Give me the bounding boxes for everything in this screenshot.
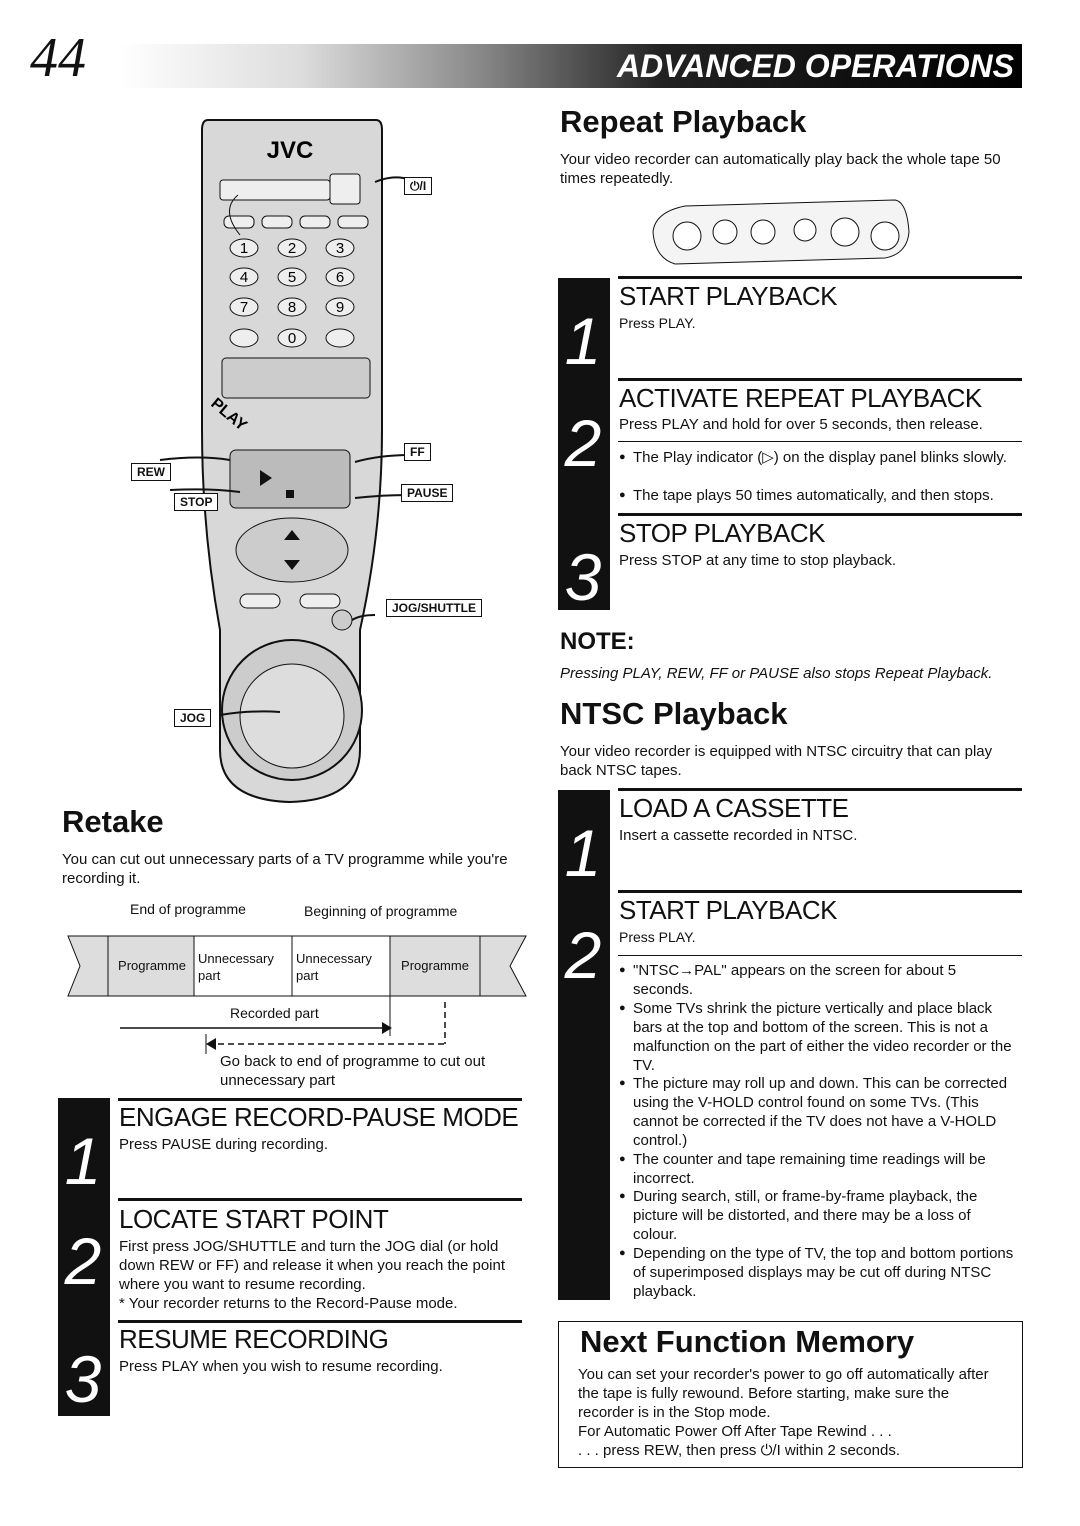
bullet-item: The counter and tape remaining time read… <box>619 1150 1023 1188</box>
bullet-item: The tape plays 50 times automatically, a… <box>619 486 1019 505</box>
ntsc-intro: Your video recorder is equipped with NTS… <box>560 743 993 779</box>
step-number: 1 <box>564 304 602 378</box>
jog-label: JOG <box>174 709 212 727</box>
next-function-line1: For Automatic Power Off After Tape Rewin… <box>578 1423 892 1440</box>
step-heading: RESUME RECORDING <box>119 1324 389 1354</box>
remote-control-illustration: JVC 1 2 3 4 5 6 7 8 9 0 PLAY <box>159 119 421 804</box>
jog-shuttle-label: JOG/SHUTTLE <box>386 599 483 617</box>
recorded-part-label: Recorded part <box>230 1005 319 1021</box>
rew-label: REW <box>131 463 171 481</box>
bullet-item: Depending on the type of TV, the top and… <box>619 1244 1019 1301</box>
brand-logo: JVC <box>267 137 314 164</box>
key-label: 0 <box>288 330 296 347</box>
diagram-cell: Unnecessary part <box>296 951 372 983</box>
step-text: Press PAUSE during recording. <box>119 1136 328 1153</box>
header-bar <box>120 44 1022 88</box>
step-text: Press PLAY when you wish to resume recor… <box>119 1358 443 1375</box>
step-heading: LOAD A CASSETTE <box>619 793 849 823</box>
key-label: 2 <box>288 240 296 257</box>
key-label: 4 <box>240 269 248 286</box>
step-number: 3 <box>64 1342 102 1416</box>
note-text: Pressing PLAY, REW, FF or PAUSE also sto… <box>560 665 993 682</box>
key-label: 6 <box>336 269 344 286</box>
tv-faces-illustration <box>652 199 910 265</box>
go-back-label: Go back to end of programme to cut out u… <box>220 1053 486 1089</box>
step-number: 1 <box>564 816 602 890</box>
step-heading: STOP PLAYBACK <box>619 518 825 548</box>
bullet-item: The Play indicator (▷) on the display pa… <box>619 448 1019 467</box>
step-text: Press STOP at any time to stop playback. <box>619 552 897 569</box>
bullet-item: The picture may roll up and down. This c… <box>619 1074 1019 1150</box>
diagram-cell: Unnecessary part <box>198 951 274 983</box>
step-text: Press PLAY. <box>619 929 696 945</box>
header-title: ADVANCED OPERATIONS (cont.) <box>616 48 1014 128</box>
diagram-cell: Programme <box>118 958 186 973</box>
key-label: 9 <box>336 299 344 316</box>
ntsc-title: NTSC Playback <box>560 696 788 731</box>
ntsc-step-bar <box>558 790 610 1300</box>
step-heading: ACTIVATE REPEAT PLAYBACK <box>619 383 982 413</box>
step-number: 3 <box>564 540 602 614</box>
retake-intro: You can cut out unnecessary parts of a T… <box>62 851 508 887</box>
diagram-cell: Programme <box>401 958 469 973</box>
number-keypad: 1 2 3 4 5 6 7 8 9 0 <box>229 238 355 348</box>
step-number: 2 <box>64 1224 102 1298</box>
retake-title: Retake <box>62 804 164 839</box>
step-heading: START PLAYBACK <box>619 895 837 925</box>
step-number: 2 <box>564 406 602 480</box>
page-number: 44 <box>30 27 86 89</box>
repeat-title: Repeat Playback <box>560 104 807 139</box>
step-text: Press PLAY. <box>619 315 696 331</box>
step-heading: START PLAYBACK <box>619 281 837 311</box>
pause-label: PAUSE <box>401 484 454 502</box>
repeat-step-bar <box>558 278 610 610</box>
stop-label: STOP <box>174 493 219 511</box>
step-number: 2 <box>564 918 602 992</box>
retake-step-bar <box>58 1098 110 1416</box>
bullet-item: During search, still, or frame-by-frame … <box>619 1187 1019 1244</box>
step-text: Insert a cassette recorded in NTSC. <box>619 827 858 844</box>
next-function-box <box>558 1321 1023 1468</box>
step-number: 1 <box>64 1124 102 1198</box>
key-label: 1 <box>240 240 248 257</box>
bullet-item: "NTSC→PAL" appears on the screen for abo… <box>619 961 1019 999</box>
step-text: First press JOG/SHUTTLE and turn the JOG… <box>119 1238 506 1293</box>
step-note: * Your recorder returns to the Record-Pa… <box>119 1295 458 1312</box>
beginning-of-programme-label: Beginning of programme <box>304 903 458 919</box>
key-label: 8 <box>288 299 296 316</box>
key-label: 5 <box>288 269 296 286</box>
repeat-intro: Your video recorder can automatically pl… <box>560 151 1001 187</box>
bullet-item: Some TVs shrink the picture vertically a… <box>619 999 1023 1075</box>
key-label: 3 <box>336 240 344 257</box>
note-title: NOTE: <box>560 628 635 655</box>
step-heading: ENGAGE RECORD-PAUSE MODE <box>119 1102 519 1132</box>
ff-label: FF <box>404 443 431 461</box>
step-text: Press PLAY and hold for over 5 seconds, … <box>619 416 983 433</box>
tape-diagram <box>67 935 527 1054</box>
power-label: ⏻/I <box>404 177 433 195</box>
key-label: 7 <box>240 299 248 316</box>
next-function-title: Next Function Memory <box>580 1324 915 1359</box>
end-of-programme-label: End of programme <box>130 901 246 917</box>
next-function-text: You can set your recorder's power to go … <box>578 1366 989 1421</box>
step-heading: LOCATE START POINT <box>119 1204 389 1234</box>
next-function-line2: . . . press REW, then press ⏻/I within 2… <box>578 1442 900 1459</box>
